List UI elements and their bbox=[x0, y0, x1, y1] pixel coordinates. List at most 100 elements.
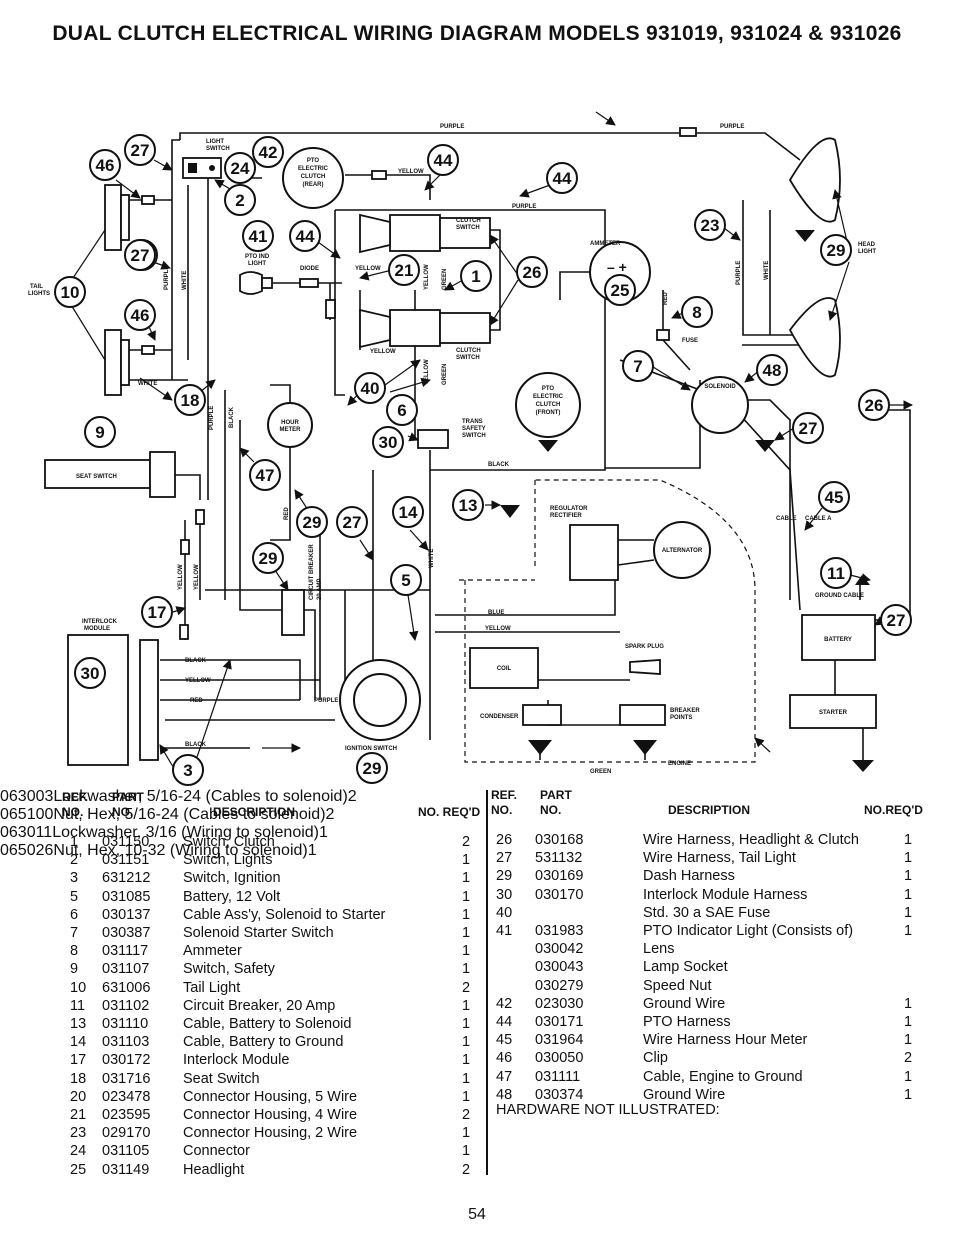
svg-text:44: 44 bbox=[434, 151, 453, 170]
table-row: 065026Nut, Hex, 10-32 (Wiring to solenoi… bbox=[0, 842, 954, 860]
svg-text:SWITCH: SWITCH bbox=[456, 225, 480, 231]
ref-no: 1 bbox=[70, 834, 79, 850]
qty: 1 bbox=[462, 1070, 471, 1087]
battery: BATTERY GROUND CABLE CABLE CABLE A bbox=[776, 516, 876, 661]
svg-text:YELLOW: YELLOW bbox=[355, 266, 381, 272]
callout-46: 46 bbox=[89, 149, 121, 181]
svg-text:3: 3 bbox=[183, 761, 192, 780]
qty: 1 bbox=[904, 832, 913, 848]
svg-text:BLUE: BLUE bbox=[488, 610, 504, 616]
qty: 1 bbox=[462, 1125, 471, 1142]
svg-text:42: 42 bbox=[259, 143, 278, 162]
callout-27: 27 bbox=[880, 604, 912, 636]
part-no: 031110 bbox=[102, 1016, 149, 1032]
callout-3: 3 bbox=[172, 754, 204, 786]
svg-text:ELECTRIC: ELECTRIC bbox=[533, 394, 564, 400]
callout-46: 46 bbox=[124, 299, 156, 331]
callout-44: 44 bbox=[546, 162, 578, 194]
callout-27: 27 bbox=[792, 412, 824, 444]
ref-no: 7 bbox=[70, 925, 79, 941]
description: Headlight bbox=[183, 1161, 245, 1178]
part-no: 023595 bbox=[102, 1107, 151, 1123]
svg-text:RED: RED bbox=[284, 507, 290, 520]
description: Connector Housing, 2 Wire bbox=[183, 1125, 358, 1142]
svg-text:LIGHT: LIGHT bbox=[206, 139, 224, 145]
svg-text:7: 7 bbox=[633, 357, 642, 376]
part-no: 031964 bbox=[535, 1032, 584, 1049]
svg-text:TRANS: TRANS bbox=[462, 419, 483, 425]
svg-text:29: 29 bbox=[827, 241, 846, 260]
callout-2: 2 bbox=[224, 184, 256, 216]
part-no: 030172 bbox=[102, 1052, 151, 1069]
svg-text:PTO IND: PTO IND bbox=[245, 254, 270, 260]
svg-text:CLUTCH: CLUTCH bbox=[456, 348, 481, 354]
svg-text:METER: METER bbox=[280, 427, 302, 433]
callout-6: 6 bbox=[386, 394, 418, 426]
svg-text:BLACK: BLACK bbox=[229, 406, 235, 428]
svg-text:25: 25 bbox=[611, 281, 630, 300]
part-no: 030042 bbox=[535, 941, 584, 958]
ref-no: 13 bbox=[70, 1016, 87, 1032]
qty: 2 bbox=[904, 1050, 913, 1067]
hardware-table: 063003Lockwasher, 5/16-24 (Cables to sol… bbox=[0, 788, 954, 860]
qty: 1 bbox=[462, 961, 471, 978]
svg-text:48: 48 bbox=[763, 361, 782, 380]
svg-text:RECTIFIER: RECTIFIER bbox=[550, 513, 582, 519]
qty: 1 bbox=[904, 1068, 913, 1085]
description: Switch, Ignition bbox=[183, 870, 281, 887]
svg-text:27: 27 bbox=[131, 141, 150, 160]
ref-no: 42 bbox=[496, 995, 513, 1012]
callout-29: 29 bbox=[296, 506, 328, 538]
ref-no: 14 bbox=[70, 1034, 87, 1051]
svg-text:YELLOW: YELLOW bbox=[485, 626, 511, 632]
svg-text:CLUTCH: CLUTCH bbox=[301, 174, 326, 180]
svg-text:STARTER: STARTER bbox=[819, 710, 848, 716]
svg-text:24: 24 bbox=[231, 159, 250, 178]
svg-text:20 AMP: 20 AMP bbox=[317, 579, 323, 600]
svg-text:13: 13 bbox=[459, 496, 478, 515]
part-no: 031085 bbox=[102, 888, 151, 905]
description: Dash Harness bbox=[643, 868, 735, 885]
svg-text:RED: RED bbox=[190, 698, 203, 704]
part-no: 063011 bbox=[0, 824, 53, 841]
qty: 1 bbox=[462, 906, 471, 923]
svg-text:– +: – + bbox=[607, 259, 627, 275]
svg-text:PURPLE: PURPLE bbox=[720, 124, 744, 130]
svg-text:44: 44 bbox=[553, 169, 572, 188]
svg-text:YELLOW: YELLOW bbox=[178, 564, 184, 590]
svg-text:(REAR): (REAR) bbox=[303, 182, 324, 188]
svg-text:LIGHTS: LIGHTS bbox=[28, 291, 50, 297]
callout-26: 26 bbox=[516, 256, 548, 288]
page-number: 54 bbox=[468, 1206, 486, 1223]
svg-text:10: 10 bbox=[61, 283, 80, 302]
qty: 1 bbox=[904, 995, 913, 1012]
ref-no: 21 bbox=[70, 1107, 87, 1123]
qty: 1 bbox=[462, 925, 471, 941]
part-no: 031150 bbox=[102, 834, 150, 850]
qty: 1 bbox=[307, 842, 317, 859]
qty: 1 bbox=[904, 886, 913, 903]
description: PTO Harness bbox=[643, 1014, 731, 1030]
qty: 1 bbox=[462, 1143, 471, 1160]
ref-no: 27 bbox=[496, 850, 513, 867]
qty: 2 bbox=[462, 979, 471, 996]
svg-text:YELLOW: YELLOW bbox=[370, 349, 396, 355]
ref-no: 24 bbox=[70, 1143, 87, 1160]
description: Wire Harness, Headlight & Clutch bbox=[643, 832, 859, 848]
svg-text:POINTS: POINTS bbox=[670, 715, 692, 721]
part-no: 063003 bbox=[0, 788, 54, 805]
part-no: 031103 bbox=[102, 1034, 150, 1051]
callout-9: 9 bbox=[84, 416, 116, 448]
qty: 1 bbox=[462, 852, 471, 869]
ignition-switch: IGNITION SWITCH bbox=[339, 659, 421, 752]
svg-text:CLUTCH: CLUTCH bbox=[536, 402, 561, 408]
ref-no: 5 bbox=[70, 888, 79, 905]
part-no: 065100 bbox=[0, 806, 54, 823]
qty: 1 bbox=[462, 1052, 471, 1069]
svg-text:WHITE: WHITE bbox=[764, 261, 770, 280]
svg-text:11: 11 bbox=[827, 564, 845, 583]
description: Lockwasher, 5/16-24 (Cables to solenoid) bbox=[53, 788, 348, 805]
tail-lights: TAIL LIGHTS bbox=[28, 184, 188, 396]
svg-text:ENGINE: ENGINE bbox=[668, 761, 691, 767]
